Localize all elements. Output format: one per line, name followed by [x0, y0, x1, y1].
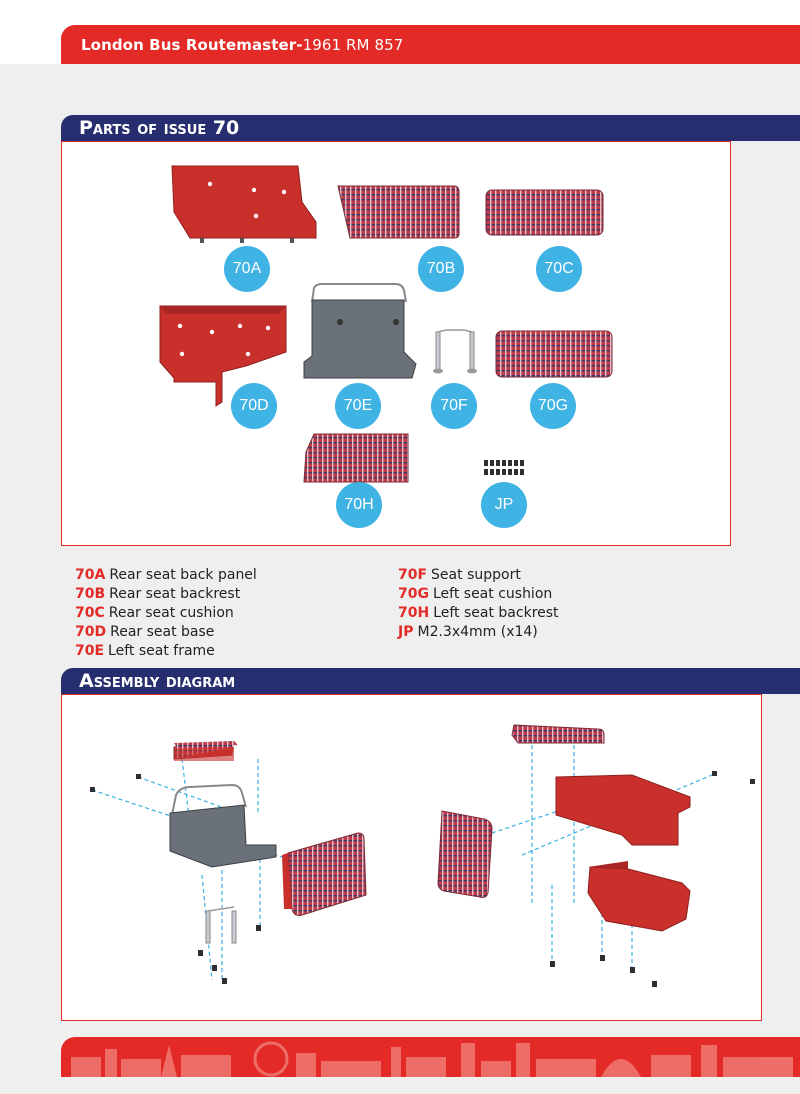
assembly-section-title: Assembly diagram: [61, 668, 800, 694]
part-jp-screws-image: [482, 458, 528, 478]
badge-jp: JP: [481, 482, 527, 528]
part-70c-cushion-image: [485, 189, 605, 237]
part-70f-support-image: [430, 328, 482, 376]
badge-70g: 70G: [530, 383, 576, 429]
badge-70a: 70A: [224, 246, 270, 292]
part-70e-frame-image: [300, 282, 420, 382]
assembly-panel: [61, 694, 762, 1021]
parts-panel: 70A 70B 70C 70D 70E 70F 70G 70H JP: [61, 141, 731, 546]
page-header: London Bus Routemaster- 1961 RM 857: [61, 25, 800, 64]
badge-70c: 70C: [536, 246, 582, 292]
london-skyline-graphic: [61, 1037, 800, 1077]
part-70h-backrest-image: [302, 432, 412, 484]
footer-skyline-band: [61, 1037, 800, 1077]
header-title-rest: 1961 RM 857: [303, 36, 404, 54]
header-title-bold: London Bus Routemaster-: [81, 36, 303, 54]
assembly-left-seat-diagram: [62, 695, 402, 1015]
part-70d-base-image: [156, 302, 296, 410]
parts-section-title: Parts of issue 70: [61, 115, 800, 141]
part-70a-back-panel-image: [170, 162, 320, 244]
badge-70d: 70D: [231, 383, 277, 429]
badge-70b: 70B: [418, 246, 464, 292]
part-70g-cushion-image: [495, 330, 615, 380]
part-70b-backrest-image: [330, 184, 460, 240]
badge-70f: 70F: [431, 383, 477, 429]
assembly-rear-seat-diagram: [422, 695, 762, 1015]
badge-70h: 70H: [336, 482, 382, 528]
badge-70e: 70E: [335, 383, 381, 429]
